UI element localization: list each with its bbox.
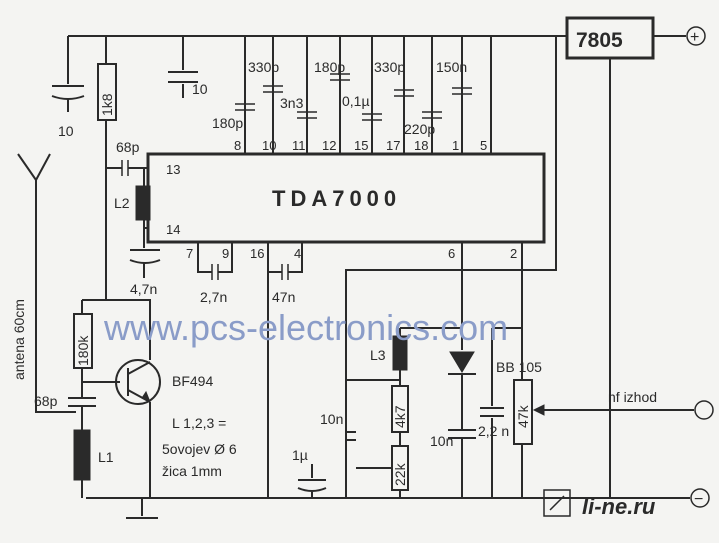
terminal-minus-label: − [694,491,703,508]
pin-16: 16 [250,246,264,261]
coil-l2: L2 [114,195,130,211]
pin-11: 11 [292,138,306,153]
ic-tda7000 [146,152,546,244]
coil-note-2: 5ovojev Ø 6 [162,441,237,457]
cap-68p-top: 68p [116,139,140,155]
regulator-label: 7805 [576,29,623,52]
coil-note-1: L 1,2,3 = [172,415,226,431]
transistor-bf494: BF494 [172,373,213,389]
cap-10n-b: 10n [430,433,453,449]
cap-1u: 1µ [292,447,308,463]
resistor-1k8: 1k8 [99,93,115,116]
cap-01u: 0,1µ [342,93,370,109]
cap-3n3: 3n3 [280,95,304,111]
cap-330p-b: 330p [374,59,405,75]
cap-10-top: 10 [192,81,208,97]
pin-14: 14 [166,222,180,237]
pin-8: 8 [234,138,241,153]
ic-label: TDA7000 [272,186,401,211]
pin-4: 4 [294,246,301,261]
watermark-site: www.pcs-electronics.com [103,307,508,348]
resistor-4k7: 4k7 [392,405,408,428]
coil-note-3: žica 1mm [162,463,222,479]
resistor-22k: 22k [392,462,408,486]
nf-output-label: nf izhod [608,389,657,405]
cap-10n-a: 10n [320,411,343,427]
terminal-plus-label: + [690,29,699,46]
cap-220p: 220p [404,121,435,137]
watermark-logo: li-ne.ru [582,494,656,519]
cap-2n7: 2,7n [200,289,227,305]
pin-18: 18 [414,138,428,153]
cap-10-left: 10 [58,123,74,139]
terminal-nf-output[interactable] [694,400,714,420]
terminal-plus[interactable] [686,26,706,46]
pin-17: 17 [386,138,400,153]
cap-180p-a: 180p [212,115,243,131]
pin-15: 15 [354,138,368,153]
cap-150n: 150n [436,59,467,75]
pin-5: 5 [480,138,487,153]
cap-68p-bottom: 68p [34,393,58,409]
pin-1: 1 [452,138,459,153]
coil-l1: L1 [98,449,114,465]
pin-7: 7 [186,246,193,261]
logo-icon [543,489,571,517]
pin-6: 6 [448,246,455,261]
terminal-minus[interactable] [690,488,710,508]
antenna-label: antena 60cm [11,299,27,380]
cap-47n: 47n [272,289,295,305]
pin-13: 13 [166,162,180,177]
pin-2: 2 [510,246,517,261]
resistor-180k: 180k [75,335,91,366]
pin-9: 9 [222,246,229,261]
pot-47k: 47k [515,404,531,428]
cap-180p-b: 180p [314,59,345,75]
cap-22n: 2,2 n [478,423,509,439]
varicap-bb105: BB 105 [496,359,542,375]
cap-330p-a: 330p [248,59,279,75]
pin-12: 12 [322,138,336,153]
pin-10: 10 [262,138,276,153]
coil-l3: L3 [370,347,386,363]
cap-4n7: 4,7n [130,281,157,297]
